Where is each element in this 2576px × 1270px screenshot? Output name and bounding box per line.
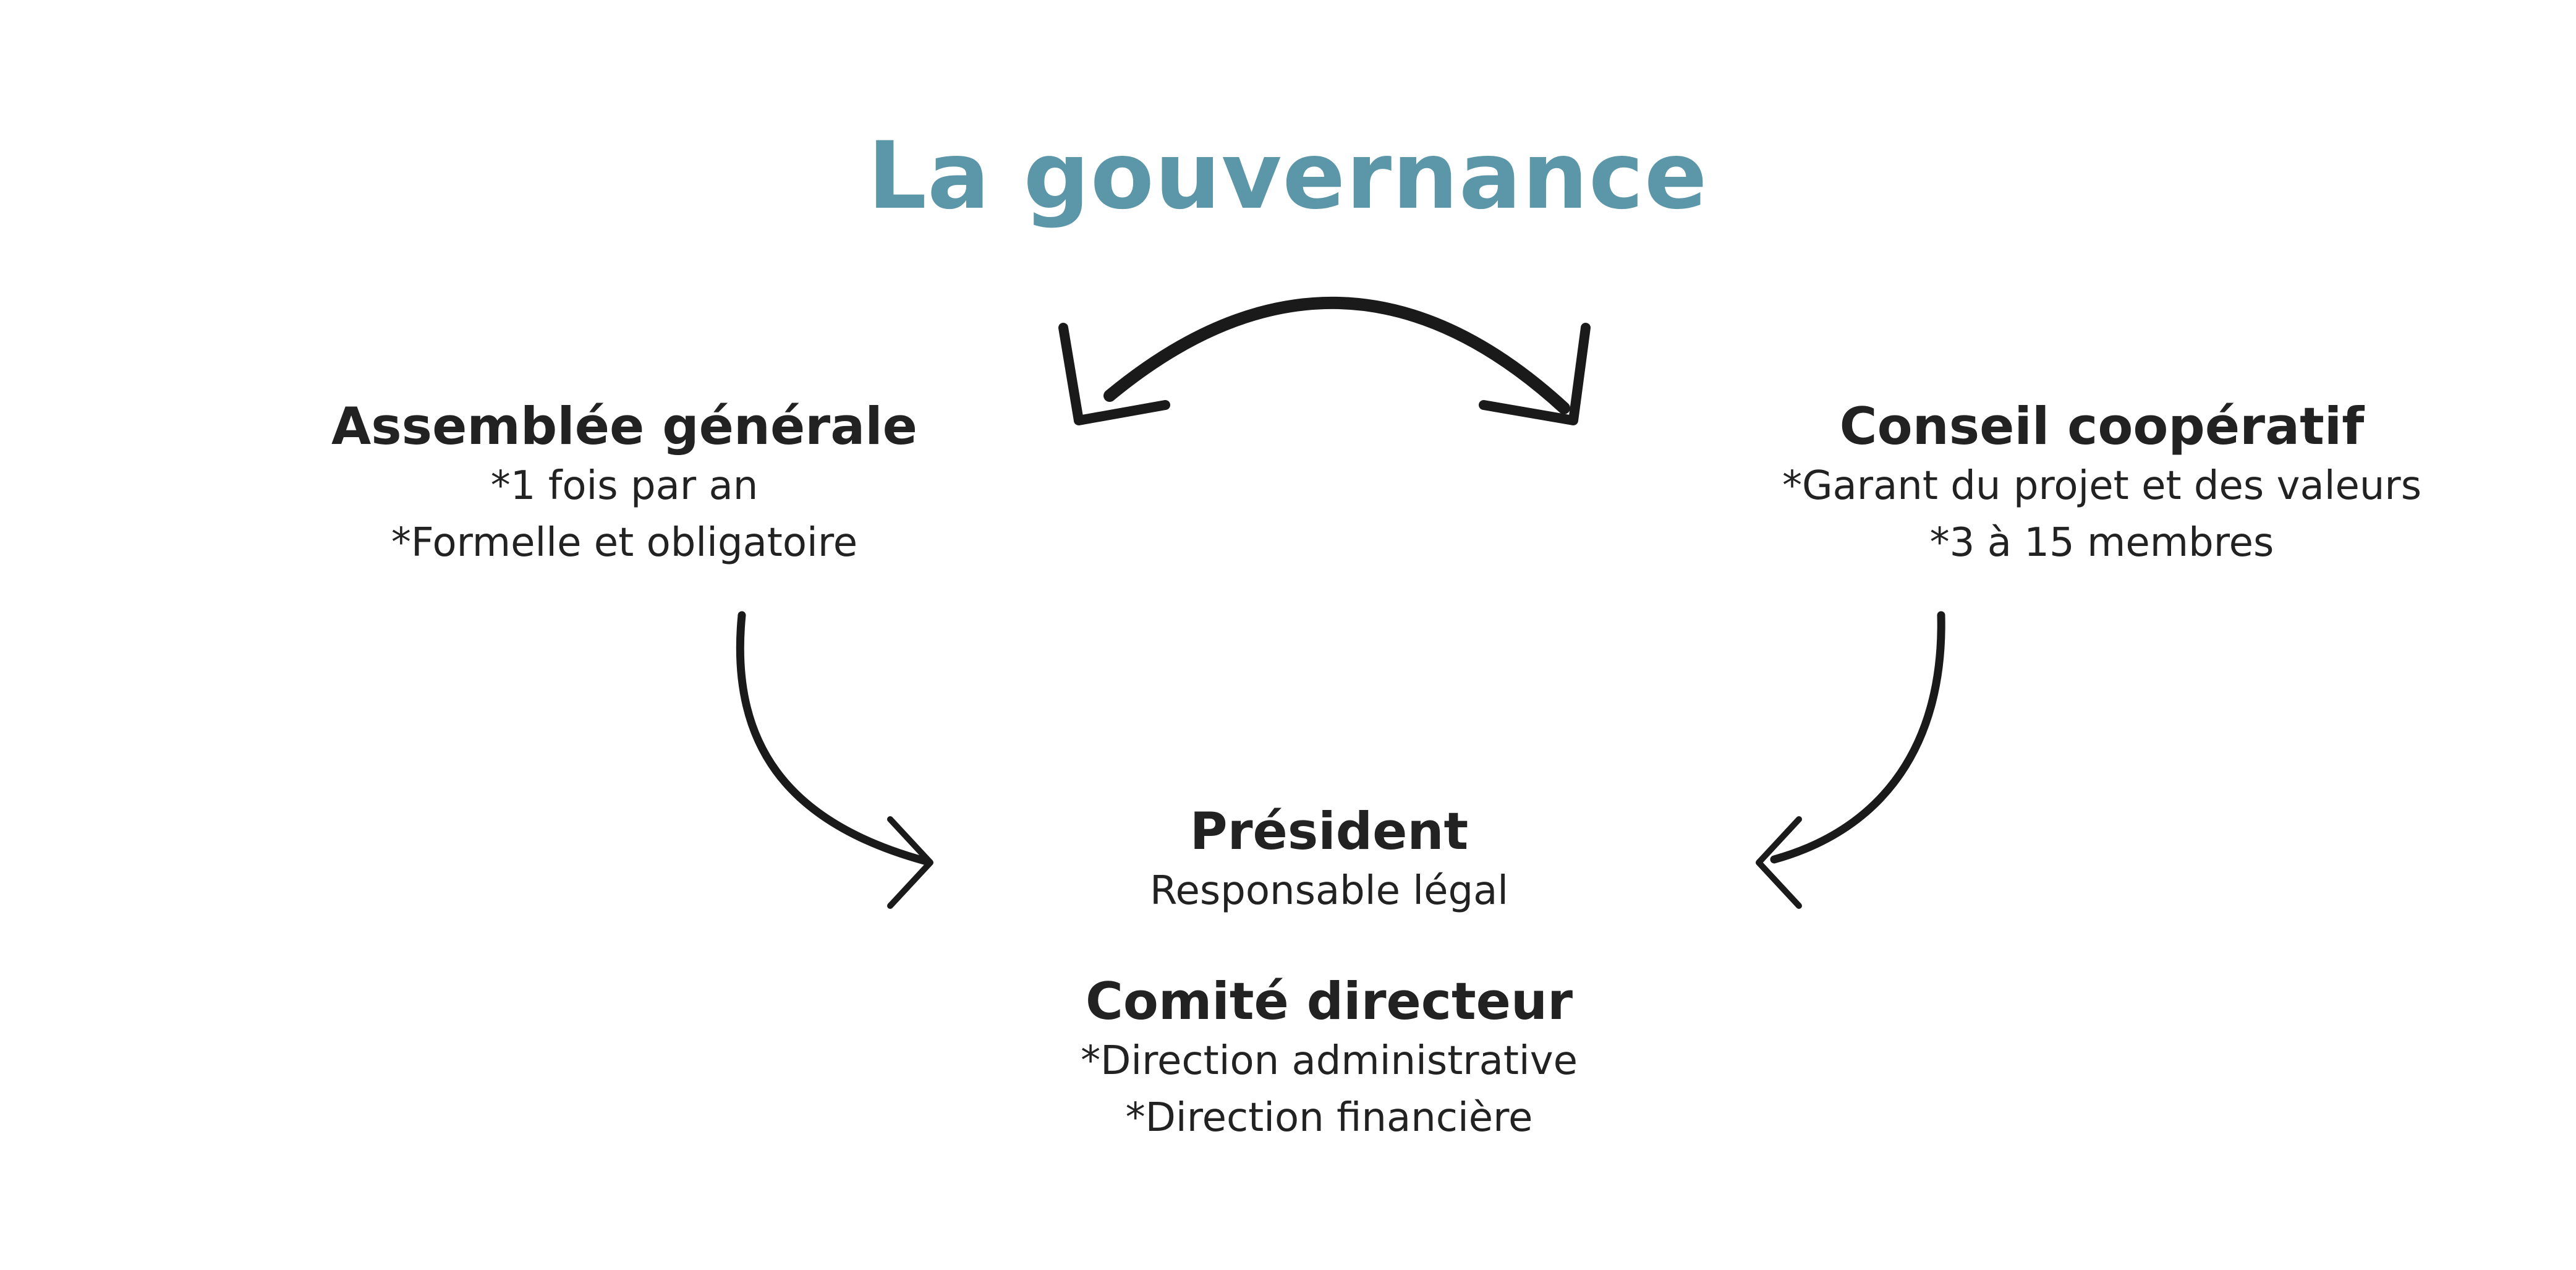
node-title: Comité directeur xyxy=(1085,971,1573,1031)
right-arrow-curve xyxy=(1770,611,1945,864)
top-arrow-curve xyxy=(1103,297,1570,414)
right-arrow xyxy=(1756,611,1945,909)
node-assemblee-generale: Assemblée générale *1 fois par an *Forme… xyxy=(278,396,971,571)
node-detail: *1 fois par an xyxy=(490,463,759,509)
left-arrow-head xyxy=(887,816,933,909)
left-arrow xyxy=(736,611,933,909)
top-double-arrow xyxy=(1058,297,1591,425)
top-arrow-head-left xyxy=(1058,323,1170,425)
node-conseil-cooperatif: Conseil coopératif *Garant du projet et … xyxy=(1669,396,2535,571)
node-detail: Responsable légal xyxy=(1149,868,1509,914)
node-president: Président Responsable légal xyxy=(1020,801,1638,919)
node-title: Assemblée générale xyxy=(331,396,917,456)
node-title: Président xyxy=(1189,801,1469,861)
node-title: Conseil coopératif xyxy=(1839,396,2365,456)
left-arrow-curve xyxy=(736,611,929,865)
node-comite-directeur: Comité directeur *Direction administrati… xyxy=(927,971,1731,1146)
node-detail: *Direction administrative xyxy=(1081,1038,1578,1084)
node-detail: *Direction financière xyxy=(1125,1095,1533,1141)
top-arrow-head-right xyxy=(1479,323,1591,425)
node-detail: *3 à 15 membres xyxy=(1929,520,2274,566)
node-detail: *Formelle et obligatoire xyxy=(391,520,858,566)
right-arrow-head xyxy=(1756,816,1802,909)
node-detail: *Garant du projet et des valeurs xyxy=(1782,463,2422,509)
page-title: La gouvernance xyxy=(867,122,1708,230)
